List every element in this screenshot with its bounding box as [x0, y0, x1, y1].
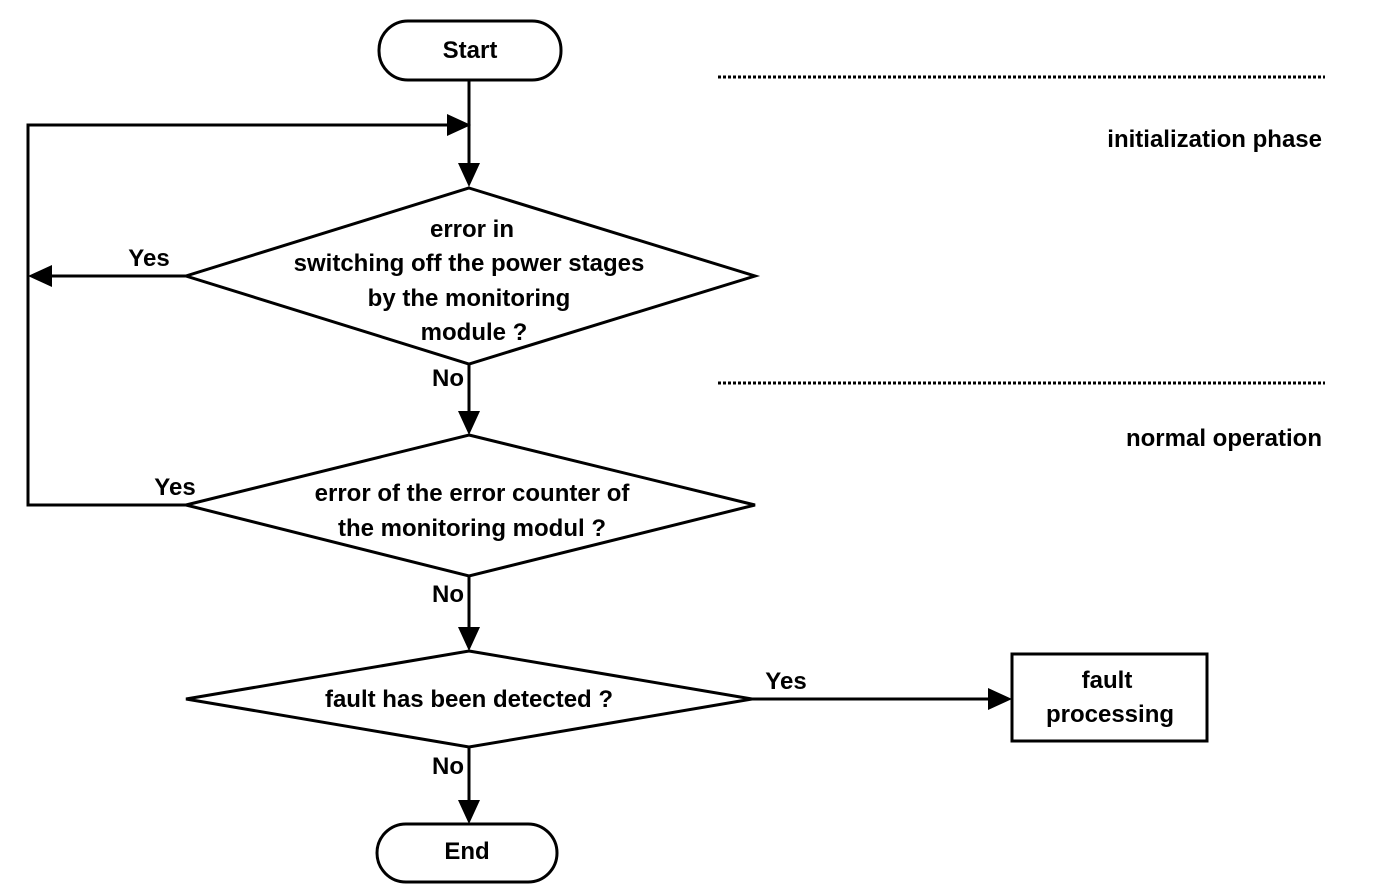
decision2-no-label: No: [432, 581, 464, 608]
arrowhead-decision3-in: [458, 627, 480, 651]
end-label: End: [444, 838, 489, 865]
arrowhead-decision1-yes: [28, 265, 52, 287]
arrowhead-fault-box-in: [988, 688, 1012, 710]
decision1-yes-label: Yes: [128, 245, 169, 272]
arrowhead-decision1-in: [458, 163, 480, 187]
decision-error-counter: [185, 433, 756, 578]
decision2-yes-label: Yes: [154, 474, 195, 501]
decision1-line-2: switching off the power stages: [294, 250, 645, 277]
edge-decision2-yes-loop: [26, 123, 452, 507]
decision2-line-1: error of the error counter of: [315, 480, 631, 507]
decision3-no-label: No: [432, 753, 464, 780]
arrowhead-loop-return: [447, 114, 471, 136]
arrowhead-decision2-in: [458, 411, 480, 435]
decision1-no-label: No: [432, 365, 464, 392]
phase-label-normal-operation: normal operation: [1126, 425, 1322, 452]
arrowhead-end-in: [458, 800, 480, 824]
decision-fault-detected: [185, 649, 753, 749]
fault-box-line-2: processing: [1046, 701, 1174, 728]
phase-label-initialization: initialization phase: [1107, 126, 1322, 153]
decision1-line-4: module ?: [421, 319, 528, 346]
decision1-line-3: by the monitoring: [368, 285, 571, 312]
decision3-label: fault has been detected ?: [325, 686, 613, 713]
start-terminator: [377, 19, 563, 82]
decision1-line-1: error in: [430, 216, 514, 243]
decision3-yes-label: Yes: [765, 668, 806, 695]
fault-processing-box: [1010, 652, 1209, 743]
end-terminator: [375, 822, 559, 884]
decision-power-stage-switch-off: [180, 186, 761, 366]
start-label: Start: [443, 37, 498, 64]
decision2-line-2: the monitoring modul ?: [338, 515, 606, 542]
fault-box-line-1: fault: [1082, 667, 1133, 694]
